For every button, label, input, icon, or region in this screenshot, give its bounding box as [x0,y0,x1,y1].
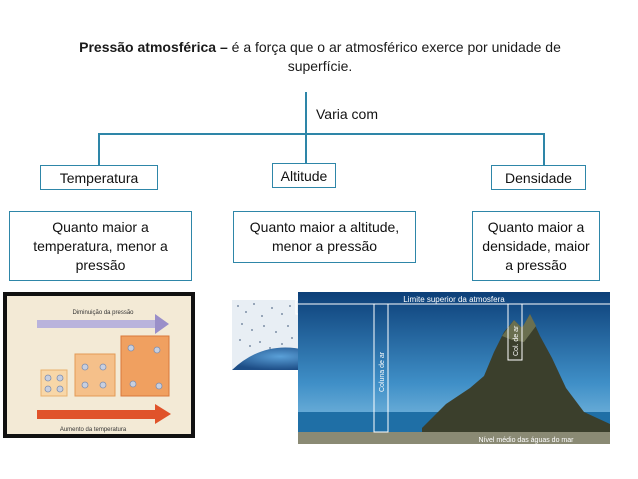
branch-line-altitude [305,133,307,165]
small-box [40,369,68,397]
sea-level-label: Nível médio das águas do mar [479,437,575,444]
sea-level-band [298,432,610,444]
temperature-figure: Diminuição da pressão Aumento da tempera… [3,292,195,438]
category-altitude: Altitude [272,163,336,188]
particles [44,344,163,393]
temperature-figure-svg: Diminuição da pressão Aumento da tempera… [7,296,191,434]
root-vertical-line [305,92,307,134]
description-altitude: Quanto maior a altitude, menor a pressão [233,211,416,263]
medium-box [74,353,116,397]
altitude-figure-svg: Limite superior da atmosfera Nível médio… [232,292,610,444]
description-temperatura: Quanto maior a temperatura, menor a pres… [9,211,192,281]
temperature-arrow-bar [37,410,155,419]
temperature-arrow-head [155,404,171,424]
root-label: Varia com [316,106,378,122]
air-dots [237,303,293,349]
title-line1: é a força que o ar atmosférico exerce po… [227,39,561,55]
mountain-highlight [502,314,536,342]
category-temperatura: Temperatura [40,165,158,190]
pressure-arrow-label: Diminuição da pressão [72,310,134,316]
altitude-figure: Limite superior da atmosfera Nível médio… [232,292,610,444]
branch-line-temperatura [98,133,100,165]
horizontal-connector [98,133,544,135]
air-column-2-label: Col. de ar [513,325,520,356]
atmosphere-limit-label: Limite superior da atmosfera [403,295,505,304]
air-column-2 [507,303,523,361]
category-densidade: Densidade [491,165,586,190]
description-densidade: Quanto maior a densidade, maior a pressã… [472,211,600,281]
title-bold: Pressão atmosférica – [79,39,228,55]
air-column-1-label: Coluna de ar [379,351,386,392]
title-line2: superfície. [287,58,353,74]
branch-line-densidade [543,133,545,165]
mountain [422,314,610,444]
pressure-arrow-head [155,314,169,334]
air-column-1 [373,303,389,433]
temperature-arrow-label: Aumento da temperatura [60,427,127,433]
page-title: Pressão atmosférica – é a força que o ar… [30,38,610,76]
pressure-arrow-bar [37,320,155,328]
